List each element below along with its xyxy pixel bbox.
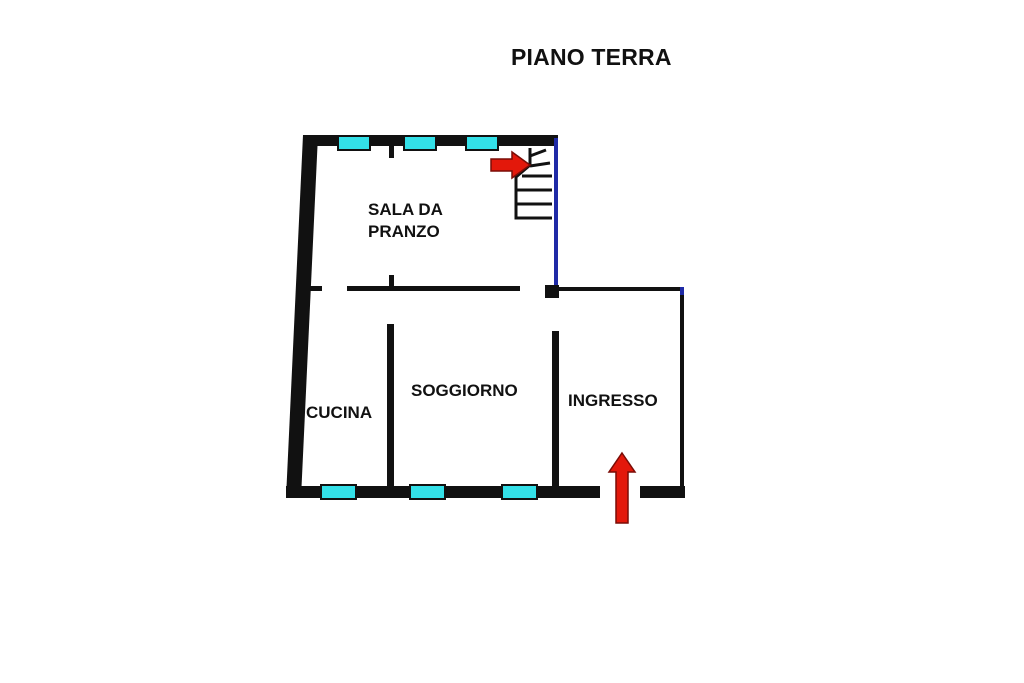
room-label-cucina: CUCINA <box>306 403 372 422</box>
soggiorno-ingresso-wall <box>552 331 559 488</box>
window-bottom-1 <box>320 484 357 500</box>
bottom-wall-right <box>640 486 685 498</box>
stair-step-2 <box>529 161 551 168</box>
right-arrow-icon <box>490 150 532 180</box>
window-top-2 <box>403 135 437 151</box>
window-top-3 <box>465 135 499 151</box>
page-title: PIANO TERRA <box>511 44 672 70</box>
up-arrow-icon <box>607 451 637 524</box>
room-label-soggiorno: SOGGIORNO <box>411 381 518 400</box>
divider-stub-top <box>389 146 394 158</box>
room-label-ingresso: INGRESSO <box>568 391 658 410</box>
window-bottom-3 <box>501 484 538 500</box>
windows <box>320 135 538 500</box>
divider-wall-2 <box>347 286 520 291</box>
inner-walls <box>308 146 559 488</box>
ingresso-corner <box>680 287 684 295</box>
left-wall <box>286 135 318 498</box>
window-bottom-2 <box>409 484 446 500</box>
stair-step-1 <box>529 148 547 158</box>
divider-wall-3 <box>545 285 559 298</box>
outer-walls <box>286 135 685 498</box>
right-wall-ingresso <box>680 288 684 491</box>
stair-outline <box>514 148 552 220</box>
cucina-soggiorno-wall <box>387 324 394 488</box>
room-label-sala-line-2: PRANZO <box>368 222 440 241</box>
top-wall-ingresso <box>555 287 683 291</box>
window-top-1 <box>337 135 371 151</box>
staircase <box>514 148 552 220</box>
divider-stub-mid <box>389 275 394 286</box>
room-label-sala-line-1: SALA DA <box>368 200 443 219</box>
stair-side-wall <box>554 138 558 288</box>
divider-wall-1 <box>308 286 322 291</box>
